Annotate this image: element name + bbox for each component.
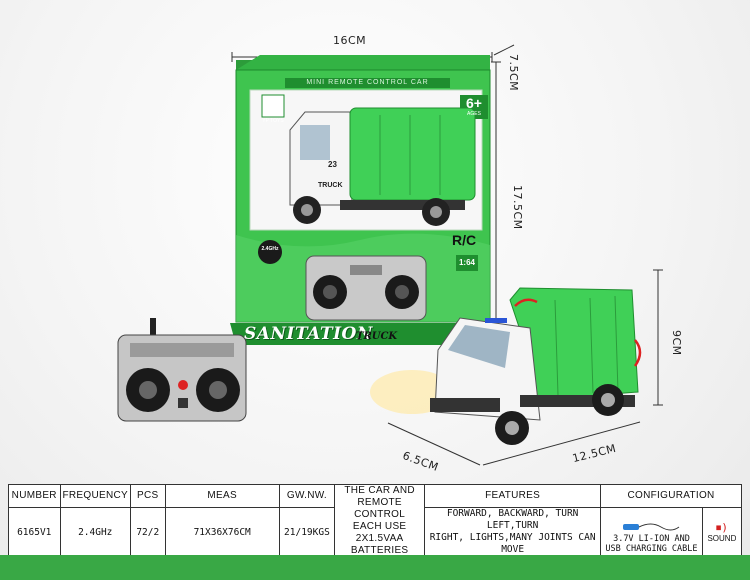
cell-pcs: 72/2 (129, 506, 166, 559)
config-sound-text: SOUND (707, 533, 737, 543)
header-configuration: CONFIGURATION (600, 484, 742, 508)
cell-number: 6165V1 (8, 506, 61, 559)
header-number: NUMBER (8, 484, 61, 508)
spec-table: NUMBER FREQUENCY PCS MEAS GW.NW. THE CAR… (8, 484, 743, 559)
header-car-remote: THE CAR AND REMOTE CONTROL (344, 485, 415, 520)
bottom-green-band (0, 555, 750, 580)
remote-control (117, 318, 247, 422)
package-header-strip: MINI REMOTE CONTROL CAR (306, 79, 429, 86)
header-frequency: FREQUENCY (59, 484, 131, 508)
package-box (230, 55, 496, 345)
box-width-label: 16CM (333, 34, 367, 47)
features-line-2: RIGHT, LIGHTS,MANY JOINTS CAN MOVE (429, 532, 596, 556)
cell-config-cable: 3.7V LI-ION AND USB CHARGING CABLE (600, 506, 703, 559)
cell-frequency: 2.4GHz (59, 506, 131, 559)
features-line-1: FORWARD, BACKWARD, TURN LEFT,TURN (446, 508, 579, 532)
title-sub: TRUCK (356, 331, 398, 342)
battery-cell: THE CAR AND REMOTE CONTROL EACH USE 2X1.… (334, 484, 426, 558)
usb-cable-icon (623, 523, 680, 531)
scale-label: 1:64 (458, 258, 475, 267)
cell-config-sound: ⏹) SOUND (701, 506, 743, 559)
battery-text: EACH USE 2X1.5VAA BATTERIES (350, 521, 409, 556)
garbage-truck (370, 287, 642, 445)
freq-badge: 2.4GHz (261, 246, 279, 252)
age-badge-sub: AGES (467, 111, 481, 117)
cell-features: FORWARD, BACKWARD, TURN LEFT,TURN RIGHT,… (424, 506, 602, 559)
truck-number: 23 (328, 160, 337, 169)
title-main: SANITATION (244, 324, 373, 344)
rc-label: R/C (452, 232, 477, 248)
header-features: FEATURES (424, 484, 602, 508)
truck-door-text: TRUCK (318, 182, 343, 189)
header-pcs: PCS (129, 484, 166, 508)
header-gw-nw: GW.NW. (278, 484, 336, 508)
age-badge: 6+ (466, 95, 482, 111)
header-meas: MEAS (164, 484, 280, 508)
cell-meas: 71X36X76CM (164, 506, 280, 559)
config-cable-text: 3.7V LI-ION AND USB CHARGING CABLE (605, 534, 698, 554)
sound-icon: ⏹) (715, 520, 728, 534)
brand-logo: YP TOYS (262, 118, 284, 124)
cell-gw-nw: 21/19KGS (278, 506, 336, 559)
